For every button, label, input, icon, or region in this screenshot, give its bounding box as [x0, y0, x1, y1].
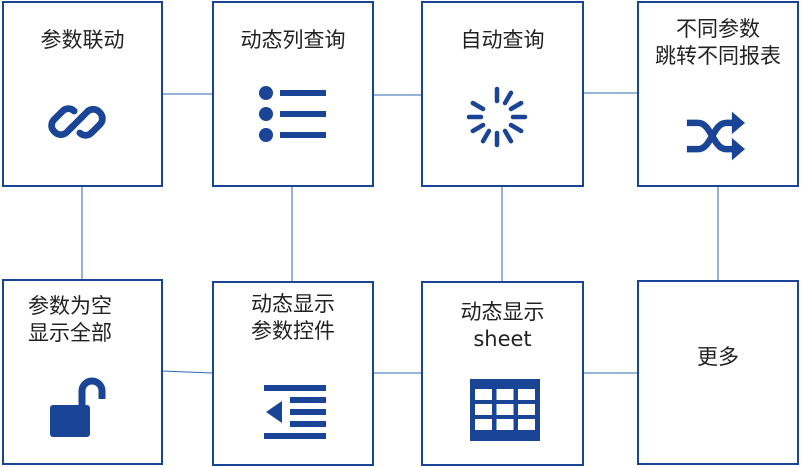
- card-label: 更多: [697, 345, 739, 369]
- list-icon: [259, 86, 326, 142]
- card-label: 动态显示 sheet: [460, 300, 545, 351]
- card-label: 动态列查询: [240, 28, 346, 52]
- card-param-linkage[interactable]: 参数联动: [2, 1, 163, 187]
- link-icon: [48, 105, 106, 139]
- card-dynamic-param-controls[interactable]: 动态显示 参数控件: [212, 281, 374, 466]
- table-icon: [470, 379, 540, 441]
- connector-line: [161, 370, 213, 374]
- card-label: 不同参数 跳转不同报表: [655, 17, 781, 68]
- card-param-redirect-report[interactable]: 不同参数 跳转不同报表: [637, 1, 799, 187]
- spinner-icon: [466, 86, 528, 148]
- unlock-icon: [50, 377, 106, 437]
- card-label: 参数为空 显示全部: [28, 294, 112, 345]
- card-label: 参数联动: [40, 28, 125, 52]
- card-auto-query[interactable]: 自动查询: [421, 1, 584, 187]
- card-more[interactable]: 更多: [637, 280, 799, 465]
- card-label: 自动查询: [460, 28, 545, 52]
- shuffle-icon: [686, 111, 745, 161]
- card-label: 动态显示 参数控件: [251, 292, 335, 343]
- card-empty-param-show-all[interactable]: 参数为空 显示全部: [2, 279, 163, 465]
- outdent-icon: [264, 385, 326, 439]
- card-dynamic-column-query[interactable]: 动态列查询: [212, 1, 374, 187]
- card-dynamic-sheet[interactable]: 动态显示 sheet: [421, 281, 584, 466]
